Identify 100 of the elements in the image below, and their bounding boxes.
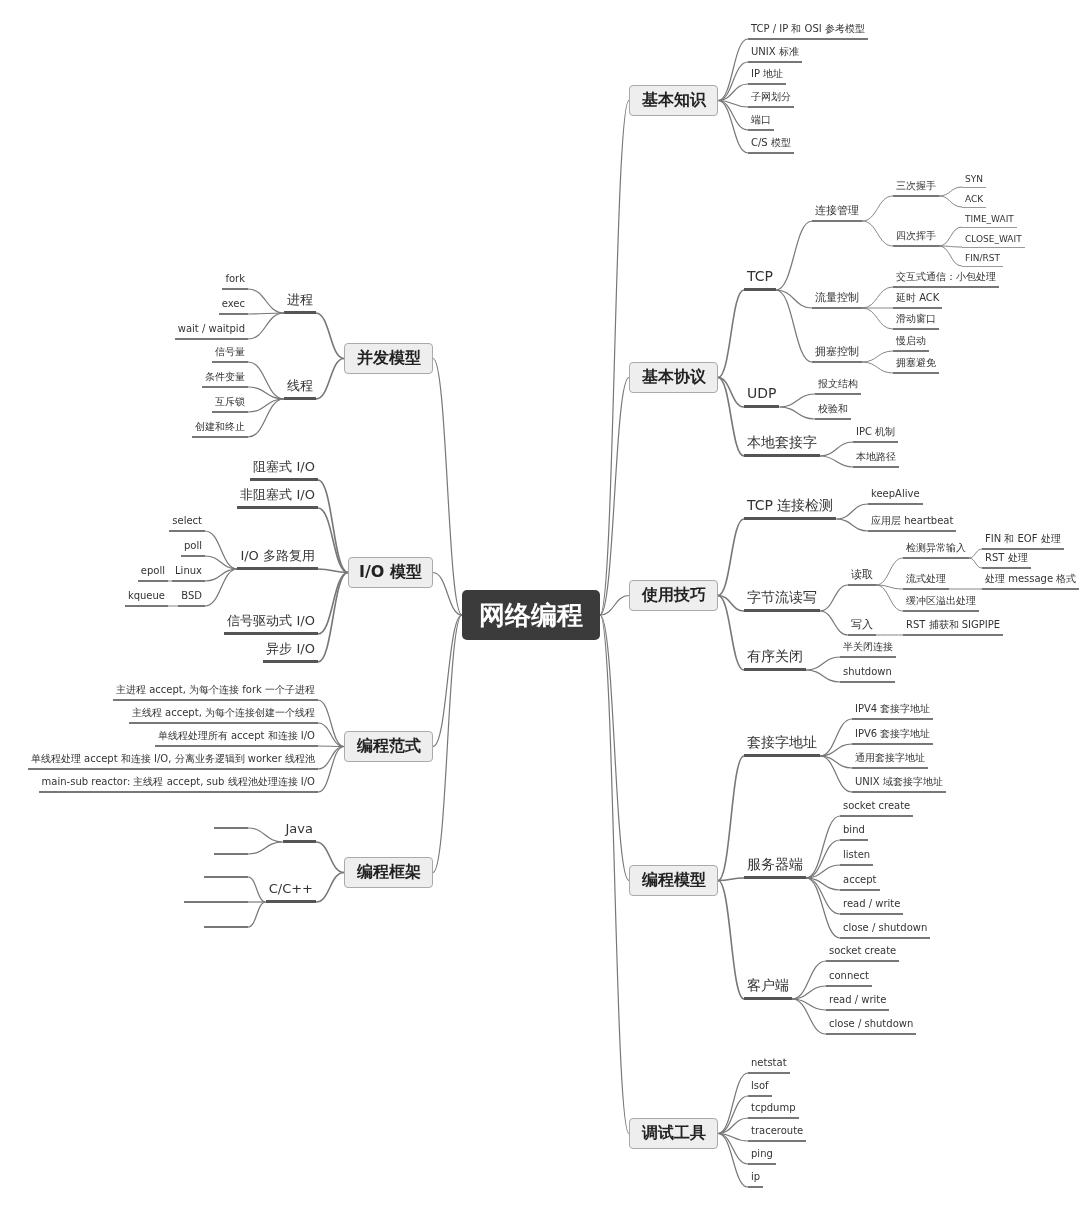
underlined-topic-label: epoll xyxy=(137,564,168,582)
underlined-topic-label: fork xyxy=(222,272,248,290)
branch-connector xyxy=(819,610,849,636)
underlined-topic-label: RST 处理 xyxy=(982,551,1031,569)
branch-connector xyxy=(317,571,349,635)
underlined-topic-label: select xyxy=(169,514,205,532)
underlined-topic-label: 延时 ACK xyxy=(893,291,943,309)
topic-box: 并发模型 xyxy=(344,343,433,374)
branch-connector xyxy=(432,614,463,874)
underlined-topic-label: poll xyxy=(180,539,205,557)
branch-connector xyxy=(717,38,749,102)
underlined-topic-label: main-sub reactor: 主线程 accept, sub 线程池处理连接 I/O xyxy=(38,775,318,793)
underlined-topic-label: IPC 机制 xyxy=(853,425,899,443)
underlined-topic-label: 应用层 heartbeat xyxy=(868,514,957,532)
underlined-topic-label: 半关闭连接 xyxy=(840,640,896,658)
underlined-topic-label: SYN xyxy=(962,173,986,188)
branch-connector xyxy=(791,998,827,1035)
branch-connector xyxy=(819,455,854,468)
branch-connector xyxy=(717,518,745,597)
branch-connector xyxy=(775,289,813,363)
underlined-topic-label: 本地套接字 xyxy=(744,433,820,457)
branch-connector xyxy=(315,312,345,360)
branch-connector xyxy=(805,877,841,939)
underlined-topic-label: 异步 I/O xyxy=(263,640,318,663)
underlined-topic-label: close / shutdown xyxy=(840,921,931,939)
underlined-topic-label: 流量控制 xyxy=(812,290,862,309)
branch-connector xyxy=(599,376,630,616)
underlined-topic-label: 有序关闭 xyxy=(744,647,806,671)
underlined-topic-label: traceroute xyxy=(748,1124,807,1142)
topic-box: 编程框架 xyxy=(344,857,433,888)
branch-connector xyxy=(317,722,345,748)
branch-connector xyxy=(247,827,284,843)
topic-box: 调试工具 xyxy=(629,1118,718,1149)
underlined-topic-label: Java xyxy=(282,820,316,843)
underlined-topic-label: 慢启动 xyxy=(893,334,929,352)
underlined-topic-label: 拥塞控制 xyxy=(812,344,862,363)
branch-connector xyxy=(835,518,869,532)
branch-connector xyxy=(315,357,345,400)
underlined-topic-label: listen xyxy=(840,848,874,866)
branch-connector xyxy=(599,614,630,1135)
branch-connector xyxy=(778,406,816,420)
branch-connector xyxy=(948,588,983,590)
underlined-topic-label: UNIX 域套接字地址 xyxy=(852,775,946,793)
branch-connector xyxy=(938,245,963,267)
underlined-topic-label: IPV4 套接字地址 xyxy=(852,702,934,720)
underlined-topic-label: C/C++ xyxy=(265,880,316,903)
branch-connector xyxy=(315,841,345,874)
central-topic-box: 网络编程 xyxy=(462,590,600,640)
branch-connector xyxy=(938,186,963,197)
branch-connector xyxy=(247,841,284,855)
underlined-topic-label: 子网划分 xyxy=(748,90,794,108)
underlined-topic-label: 单线程处理所有 accept 和连接 I/O xyxy=(154,729,318,747)
branch-line xyxy=(214,852,248,855)
underlined-topic-label: TCP 连接检测 xyxy=(744,496,837,520)
underlined-topic-label: 创建和终止 xyxy=(192,420,248,438)
branch-connector xyxy=(315,871,345,903)
branch-connector xyxy=(805,877,841,891)
underlined-topic-label: kqueue xyxy=(124,589,168,607)
underlined-topic-label: 处理 message 格式 xyxy=(982,572,1080,590)
topic-box: 编程范式 xyxy=(344,731,433,762)
underlined-topic-label: keepAlive xyxy=(868,487,923,505)
branch-connector xyxy=(717,1132,749,1188)
branch-connector xyxy=(167,580,173,582)
underlined-topic-label: shutdown xyxy=(840,665,895,683)
underlined-topic-label: 连接管理 xyxy=(812,203,862,222)
underlined-topic-label: lsof xyxy=(748,1079,772,1097)
underlined-topic-label: 滑动窗口 xyxy=(893,312,939,330)
underlined-topic-label: 流式处理 xyxy=(903,572,949,590)
underlined-topic-label: 信号量 xyxy=(212,345,248,363)
branch-connector xyxy=(599,614,630,882)
branch-connector xyxy=(861,307,894,330)
topic-box: 编程模型 xyxy=(629,865,718,896)
topic-box: 使用技巧 xyxy=(629,580,718,611)
underlined-topic-label: 交互式通信：小包处理 xyxy=(893,270,999,288)
underlined-topic-label: ping xyxy=(748,1147,776,1165)
branch-connector xyxy=(819,441,854,457)
branch-connector xyxy=(819,584,849,612)
branch-connector xyxy=(317,479,349,574)
branch-connector xyxy=(875,634,904,636)
underlined-topic-label: 信号驱动式 I/O xyxy=(224,612,318,635)
underlined-topic-label: BSD xyxy=(178,589,205,607)
branch-connector xyxy=(717,376,745,457)
underlined-topic-label: 字节流读写 xyxy=(744,588,820,612)
branch-connector xyxy=(717,83,749,102)
branch-connector xyxy=(717,99,749,154)
branch-connector xyxy=(875,584,904,612)
underlined-topic-label: 阻塞式 I/O xyxy=(250,458,318,481)
underlined-topic-label: socket create xyxy=(840,799,914,817)
branch-line xyxy=(214,826,248,829)
underlined-topic-label: 互斥锁 xyxy=(212,395,248,413)
underlined-topic-label: 主进程 accept, 为每个连接 fork 一个子进程 xyxy=(113,683,318,701)
underlined-topic-label: UNIX 标准 xyxy=(748,45,802,63)
branch-connector xyxy=(247,398,285,438)
underlined-topic-label: 单线程处理 accept 和连接 I/O, 分离业务逻辑到 worker 线程池 xyxy=(27,752,318,770)
underlined-topic-label: read / write xyxy=(840,897,904,915)
underlined-topic-label: exec xyxy=(218,297,248,315)
branch-connector xyxy=(938,195,963,208)
underlined-topic-label: FIN 和 EOF 处理 xyxy=(982,532,1064,550)
underlined-topic-label: bind xyxy=(840,823,868,841)
branch-connector xyxy=(317,745,345,793)
